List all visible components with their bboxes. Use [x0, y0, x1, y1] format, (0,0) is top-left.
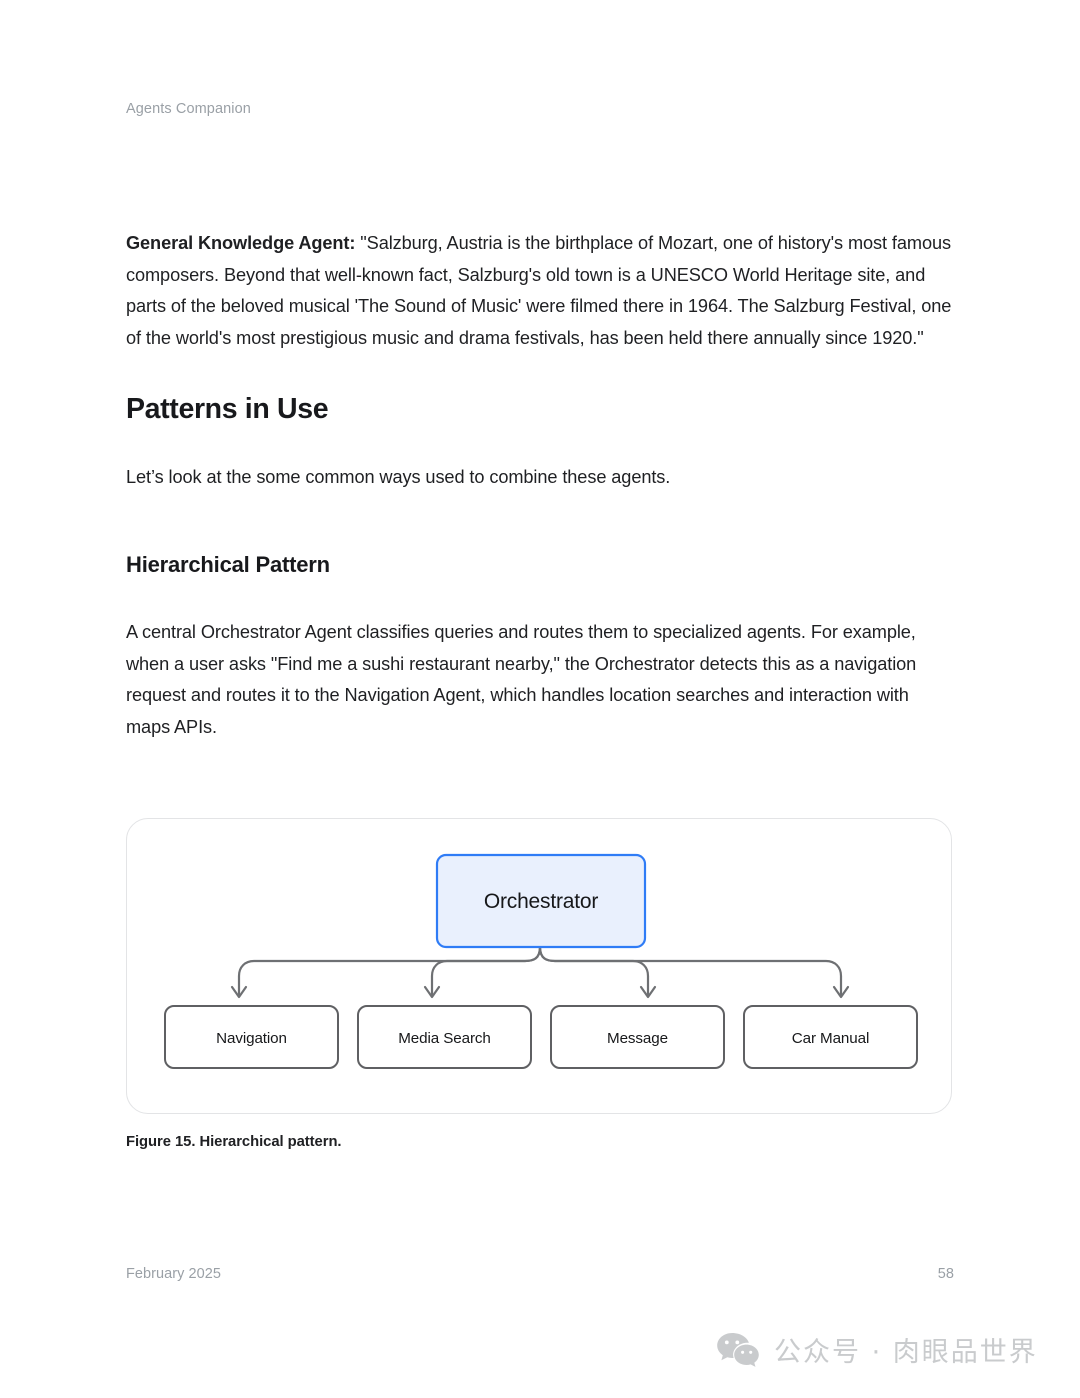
node-media-search-label: Media Search	[398, 1030, 491, 1047]
quote-paragraph: General Knowledge Agent: "Salzburg, Aust…	[126, 228, 954, 354]
node-media-search-shape	[357, 1005, 532, 1069]
running-header: Agents Companion	[126, 101, 251, 117]
node-car-manual-shape	[743, 1005, 918, 1069]
node-orchestrator-shape	[435, 853, 647, 949]
arrowhead-group	[230, 985, 850, 999]
section-intro-paragraph: Let’s look at the some common ways used …	[126, 467, 671, 488]
figure-15: Orchestrator Navigation Media Search Mes…	[126, 818, 954, 1114]
node-navigation-label: Navigation	[216, 1030, 287, 1047]
node-message[interactable]: Message	[550, 1005, 725, 1069]
connector-curve-right	[538, 945, 843, 997]
arrowhead-message	[639, 985, 657, 999]
connector-curve-right-inner	[538, 945, 650, 997]
connector-curve-left-inner	[430, 945, 542, 997]
node-orchestrator-label: Orchestrator	[484, 890, 599, 913]
node-car-manual[interactable]: Car Manual	[743, 1005, 918, 1069]
arrowhead-car-manual	[832, 985, 850, 999]
quote-speaker-label: General Knowledge Agent:	[126, 233, 356, 253]
subsection-body-paragraph: A central Orchestrator Agent classifies …	[126, 621, 917, 737]
connector-group	[237, 945, 843, 997]
node-media-search[interactable]: Media Search	[357, 1005, 532, 1069]
node-message-label: Message	[607, 1030, 668, 1047]
hierarchical-pattern-diagram: Orchestrator Navigation Media Search Mes…	[164, 853, 918, 1069]
section-heading: Patterns in Use	[126, 393, 329, 426]
node-navigation-shape	[164, 1005, 339, 1069]
wechat-icon	[717, 1332, 759, 1367]
diagram-container: Orchestrator Navigation Media Search Mes…	[126, 818, 952, 1114]
footer-date: February 2025	[126, 1266, 221, 1282]
arrowhead-navigation	[230, 985, 248, 999]
quote-text: "Salzburg, Austria is the birthplace of …	[126, 233, 952, 348]
watermark-text: 公众号 · 肉眼品世界	[774, 1337, 1038, 1368]
footer-page-number: 58	[937, 1266, 954, 1282]
node-orchestrator[interactable]: Orchestrator	[435, 853, 647, 949]
node-message-shape	[550, 1005, 725, 1069]
connector-curve-left	[237, 945, 542, 997]
arrowhead-media-search	[423, 985, 441, 999]
page-content: General Knowledge Agent: "Salzburg, Aust…	[126, 228, 954, 743]
node-navigation[interactable]: Navigation	[164, 1005, 339, 1069]
page-footer: February 2025 58	[126, 1266, 954, 1282]
watermark: 公众号 · 肉眼品世界	[716, 1330, 1038, 1369]
subsection-heading: Hierarchical Pattern	[126, 551, 330, 577]
node-car-manual-label: Car Manual	[792, 1030, 870, 1047]
figure-caption: Figure 15. Hierarchical pattern.	[126, 1134, 342, 1150]
